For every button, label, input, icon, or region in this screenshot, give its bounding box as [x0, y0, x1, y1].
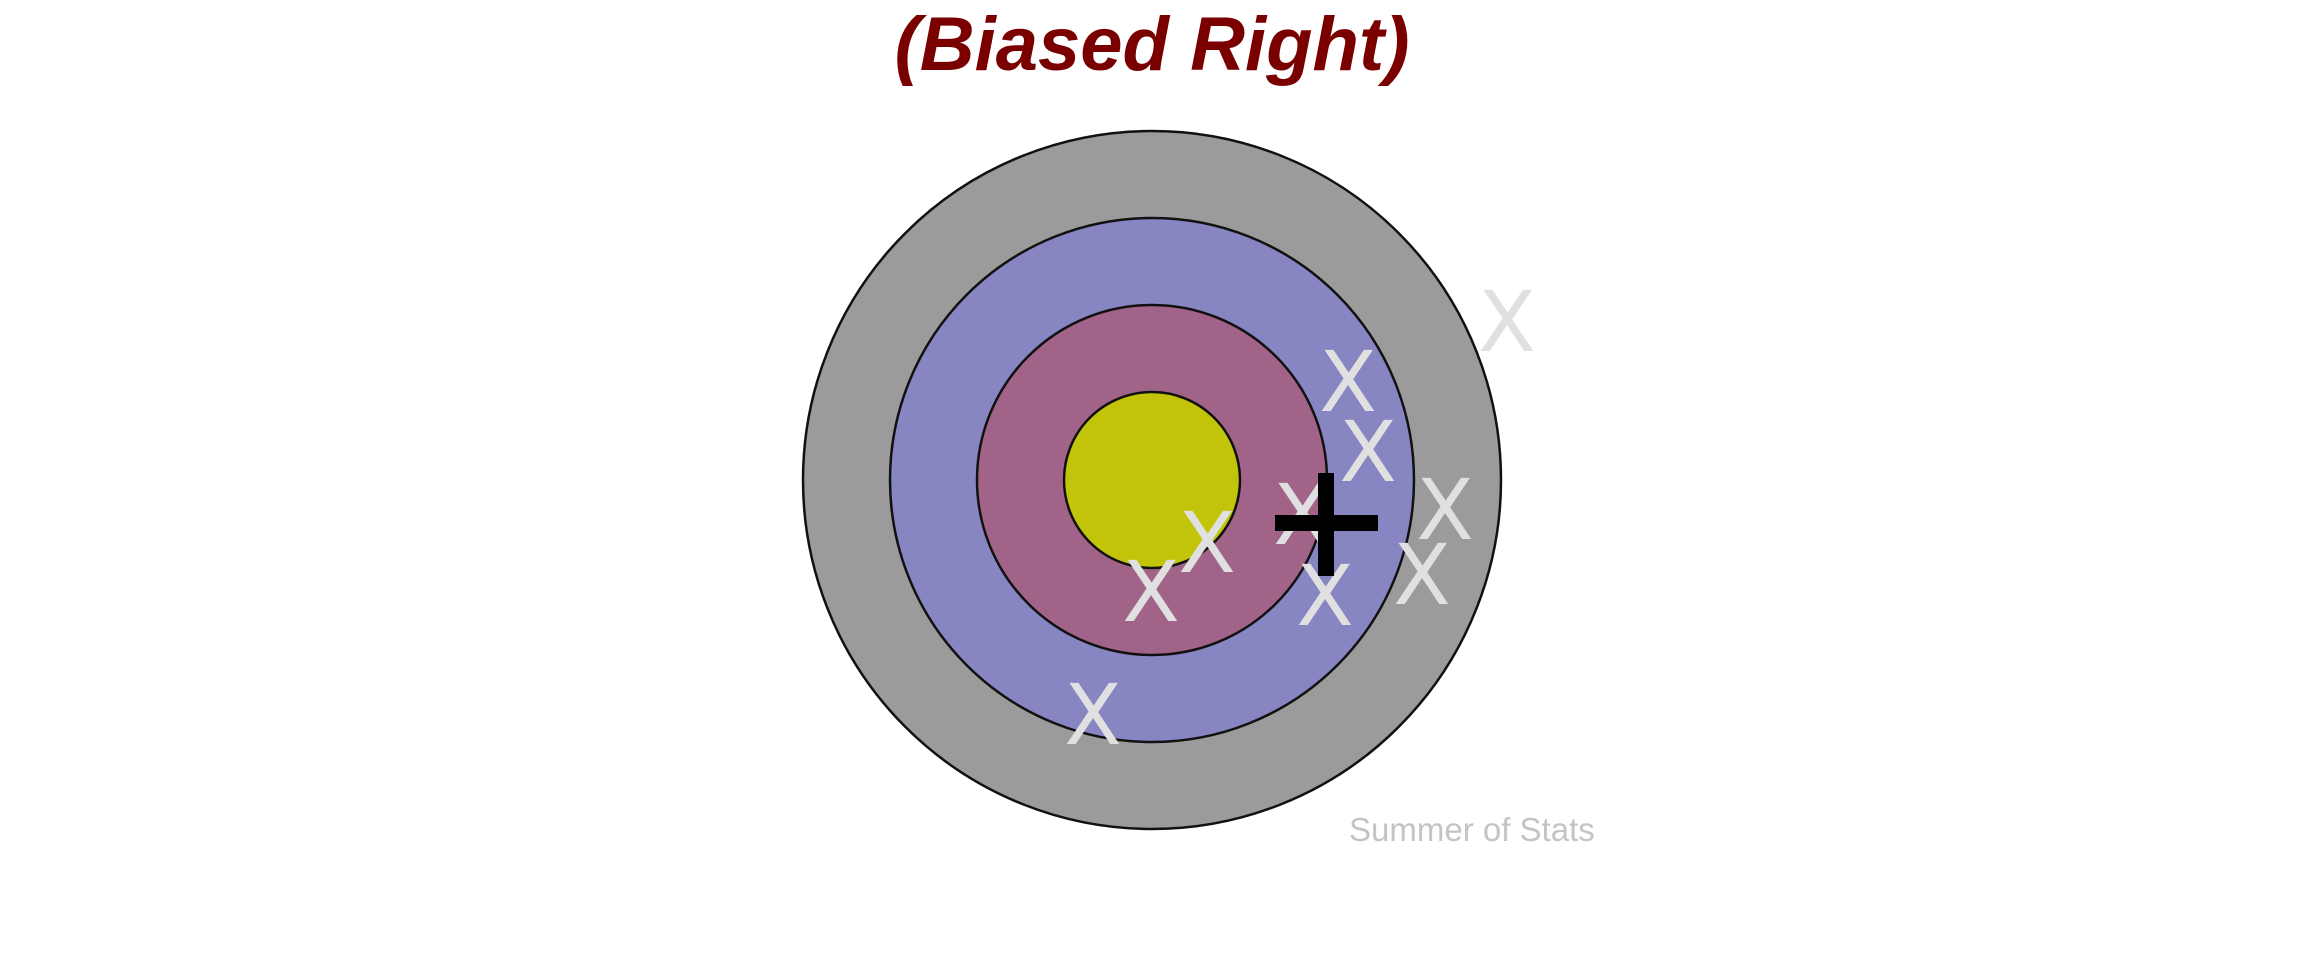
bullseye [1062, 390, 1242, 570]
watermark-text: Summer of Stats [1349, 811, 1595, 848]
shot-mark: X [1064, 666, 1122, 764]
diagram-title: (Biased Right) [894, 2, 1410, 87]
plus-icon [1275, 473, 1378, 576]
shot-mark: X [1122, 543, 1180, 641]
shot-mark: X [1339, 403, 1397, 501]
plus-icon-horizontal [1275, 515, 1378, 531]
shot-mark: X [1416, 461, 1474, 559]
shot-mark: X [1178, 494, 1236, 592]
shot-mark: X [1393, 526, 1451, 624]
shot-mark: X [1319, 333, 1377, 431]
shot-mark: X [1478, 273, 1536, 371]
